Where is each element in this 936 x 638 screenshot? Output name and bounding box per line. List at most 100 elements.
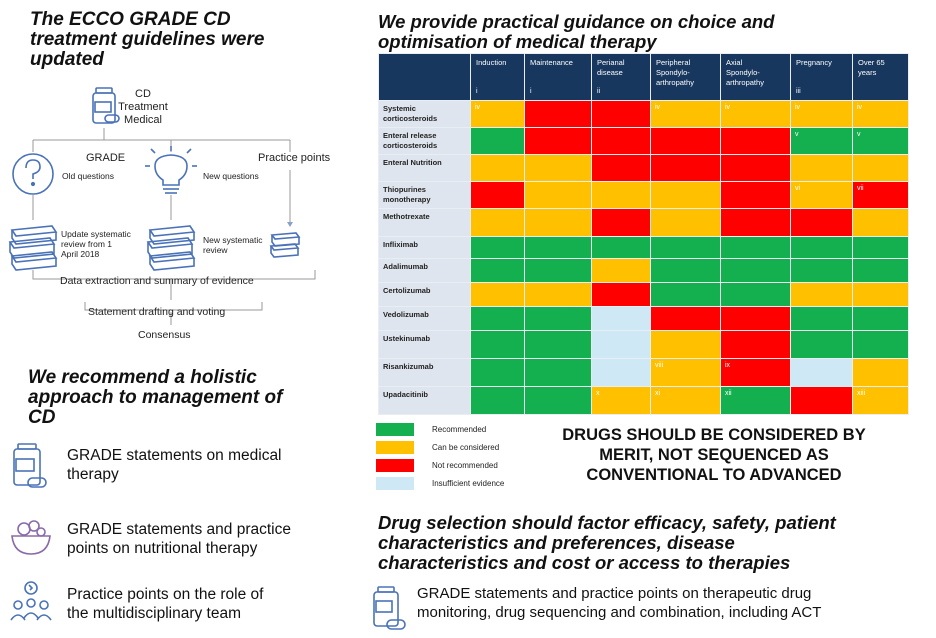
recommendation-cell	[720, 208, 791, 237]
recommendation-cell	[524, 358, 592, 387]
flow-top-label-line: Treatment	[118, 101, 168, 113]
column-footnote: iii	[796, 88, 801, 95]
flow-top-label-line: Medical	[124, 114, 162, 126]
legend-label: Can be considered	[432, 443, 500, 452]
drug-label-line: Ustekinumab	[383, 334, 431, 343]
recommendation-cell	[720, 282, 791, 307]
recommendation-cell	[524, 181, 592, 209]
recommendation-cell	[852, 236, 909, 259]
pill-bottle-icon	[92, 87, 120, 124]
legend-label: Insufficient evidence	[432, 479, 505, 488]
table-row: Vedolizumab	[378, 306, 909, 331]
note-line: DRUGS SHOULD BE CONSIDERED BY	[562, 426, 866, 444]
recommendation-cell	[524, 330, 592, 359]
heading-holistic-approach: We recommend a holistic approach to mana…	[28, 368, 282, 428]
recommendation-cell	[852, 330, 909, 359]
feature-line: GRADE statements and practice points on …	[417, 585, 812, 602]
recommendation-cell	[591, 258, 651, 283]
legend-swatch	[376, 459, 414, 472]
new-review-line: review	[203, 245, 228, 255]
drug-label-line: Vedolizumab	[383, 310, 429, 319]
table-row: Adalimumab	[378, 258, 909, 283]
heading-line: treatment guidelines were	[30, 29, 265, 50]
heading-line: optimisation of medical therapy	[378, 31, 657, 52]
column-header-line: Spondylo-	[656, 68, 690, 77]
recommendation-cell	[591, 100, 651, 128]
recommendation-cell	[524, 236, 592, 259]
column-header: Pregnancy iii	[790, 53, 853, 101]
column-header-line: Spondylo-	[726, 68, 760, 77]
recommendation-cell	[524, 306, 592, 331]
recommendation-cell	[790, 154, 853, 182]
column-footnote: i	[530, 88, 532, 95]
table-row: Ustekinumab	[378, 330, 909, 359]
recommendation-cell	[591, 306, 651, 331]
statement-drafting-label: Statement drafting and voting	[88, 306, 226, 318]
recommendation-cell	[470, 330, 525, 359]
recommendation-cell: vii	[852, 181, 909, 209]
recommendation-cell	[650, 154, 721, 182]
old-questions-label: Old questions	[62, 171, 114, 181]
recommendation-cell	[591, 358, 651, 387]
recommendation-cell	[790, 208, 853, 237]
recommendation-cell	[591, 208, 651, 237]
feature-medical-therapy: GRADE statements on medical therapy	[67, 446, 282, 484]
recommendation-cell	[852, 358, 909, 387]
drug-label: Enteral Nutrition	[378, 154, 471, 182]
recommendation-cell	[524, 154, 592, 182]
recommendation-cell	[591, 127, 651, 155]
drugs-merit-note: DRUGS SHOULD BE CONSIDERED BY MERIT, NOT…	[526, 425, 902, 485]
note-line: CONVENTIONAL TO ADVANCED	[586, 466, 842, 484]
recommendation-cell	[470, 282, 525, 307]
grade-label: GRADE	[86, 152, 126, 164]
drug-label: Upadacitinib	[378, 386, 471, 415]
recommendation-cell	[790, 386, 853, 415]
recommendation-cell	[470, 236, 525, 259]
table-row: Methotrexate	[378, 208, 909, 237]
recommendation-cell	[852, 208, 909, 237]
recommendation-cell	[650, 127, 721, 155]
feature-line: therapy	[67, 466, 119, 483]
update-review-line: April 2018	[61, 249, 100, 259]
recommendation-cell	[790, 258, 853, 283]
feature-line: points on nutritional therapy	[67, 540, 258, 557]
drug-label: Certolizumab	[378, 282, 471, 307]
recommendation-cell: v	[852, 127, 909, 155]
recommendation-cell	[720, 258, 791, 283]
table-row: Certolizumab	[378, 282, 909, 307]
column-footnote: ii	[597, 88, 601, 95]
column-header-line: Peripheral	[656, 58, 691, 67]
recommendation-cell	[790, 358, 853, 387]
recommendation-cell	[470, 127, 525, 155]
update-review-line: review from 1	[61, 239, 113, 249]
heading-drug-selection: Drug selection should factor efficacy, s…	[378, 513, 836, 573]
recommendation-cell	[591, 181, 651, 209]
legend-swatch	[376, 477, 414, 490]
drug-label-line: Enteral Nutrition	[383, 158, 442, 167]
recommendation-cell: x	[591, 386, 651, 415]
small-book-stack-icon	[269, 232, 301, 258]
heading-line: CD	[28, 407, 56, 428]
recommendation-cell	[720, 181, 791, 209]
column-header-line: Induction	[476, 58, 507, 67]
practice-points-label: Practice points	[258, 152, 331, 164]
recommendation-cell: iv	[790, 100, 853, 128]
recommendation-cell	[790, 236, 853, 259]
recommendation-cell	[591, 282, 651, 307]
recommendation-cell: xi	[650, 386, 721, 415]
drug-label-line: Upadacitinib	[383, 390, 429, 399]
data-extraction-label: Data extraction and summary of evidence	[60, 275, 254, 287]
recommendation-cell	[524, 282, 592, 307]
column-header-line: Pregnancy	[796, 58, 832, 67]
lightbulb-icon	[145, 146, 197, 194]
recommendation-cell	[524, 258, 592, 283]
heading-line: characteristics and cost or access to th…	[378, 552, 791, 573]
consensus-label: Consensus	[138, 329, 191, 341]
